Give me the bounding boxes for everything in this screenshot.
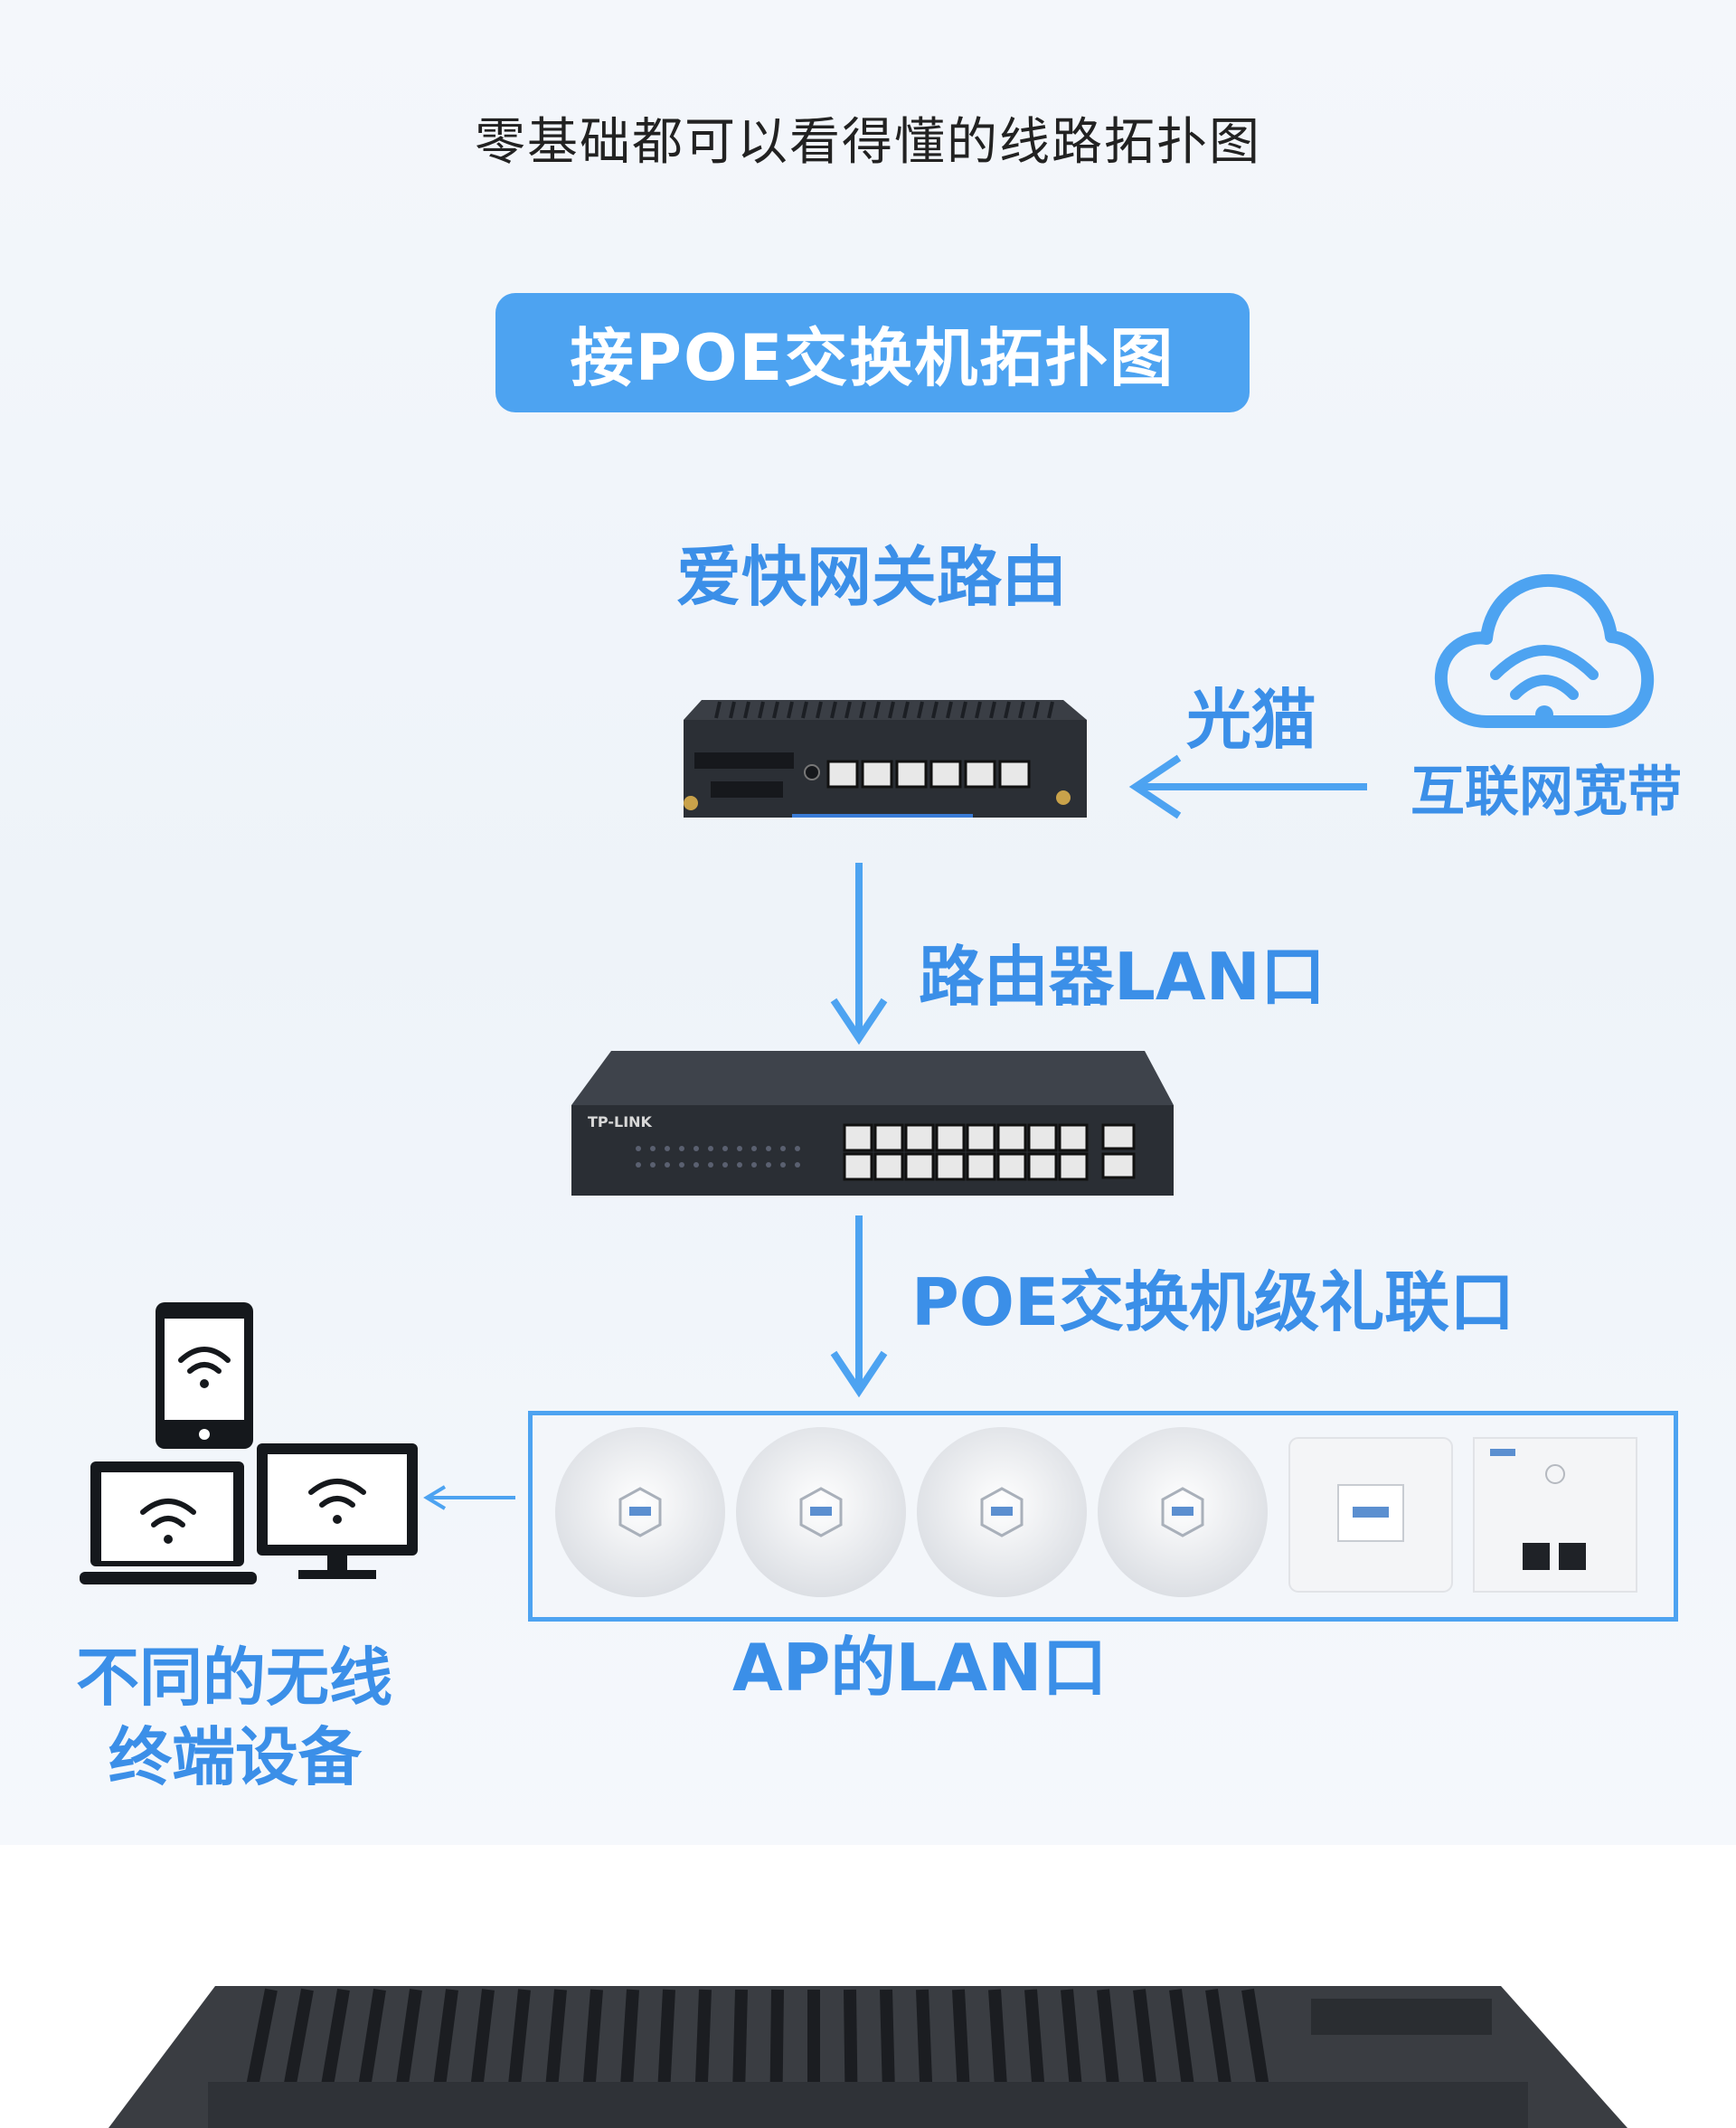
terminals-label-line2: 终端设备 (108, 1720, 362, 1794)
wall-ap-1 (1288, 1437, 1453, 1593)
modem-label: 光猫 (1186, 682, 1317, 758)
cloud-wifi-icon (1434, 573, 1655, 728)
ceiling-ap-3 (917, 1427, 1087, 1597)
intro-text: 零基础都可以看得懂的线路拓扑图 (475, 113, 1261, 172)
arrow-switch-to-aps (830, 1215, 888, 1398)
monitor-wifi-icon (257, 1443, 418, 1579)
router-label: 爱快网关路由 (676, 539, 1068, 615)
laptop-wifi-icon (80, 1461, 257, 1584)
title-text: 接POE交换机拓扑图 (570, 320, 1175, 395)
ceiling-ap-1 (555, 1427, 725, 1597)
ap-lan-label: AP的LAN口 (732, 1630, 1108, 1706)
switch-device: TP-LINK (571, 1051, 1174, 1196)
arrow-aps-to-terminals (423, 1485, 515, 1510)
ceiling-ap-4 (1098, 1427, 1268, 1597)
arrow-router-to-switch (830, 863, 888, 1045)
router-lan-label: 路由器LAN口 (919, 939, 1326, 1015)
terminals-label-line1: 不同的无线 (76, 1641, 392, 1715)
wall-ap-2 (1473, 1437, 1637, 1593)
ceiling-ap-2 (736, 1427, 906, 1597)
router-heatsink-photo (0, 1845, 1736, 2128)
switch-brand: TP-LINK (588, 1113, 653, 1130)
title-pill: 接POE交换机拓扑图 (495, 293, 1250, 412)
phone-wifi-icon (156, 1302, 253, 1449)
router-device (684, 700, 1087, 818)
poe-cascade-label: POE交换机级礼联口 (911, 1264, 1515, 1340)
ap-devices (555, 1427, 1637, 1597)
internet-label: 互联网宽带 (1410, 761, 1682, 824)
arrow-cloud-to-router (1128, 754, 1367, 819)
